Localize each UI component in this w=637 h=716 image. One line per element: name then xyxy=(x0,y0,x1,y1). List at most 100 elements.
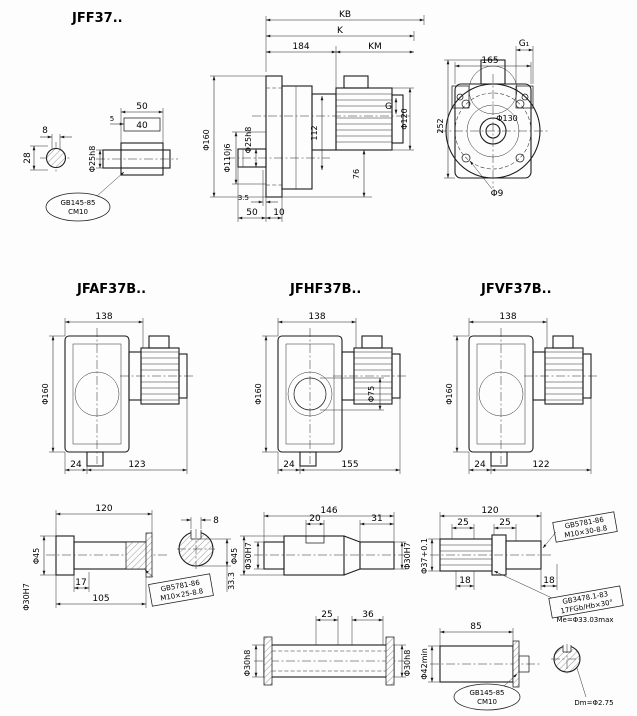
dim-phi110: Φ110j6 xyxy=(223,144,232,173)
motor-body xyxy=(335,87,393,151)
dim-shaft-dia: Φ25h8 xyxy=(88,146,97,173)
dim-33-3: 33.3 xyxy=(227,572,236,590)
dim-phi130: Φ130 xyxy=(496,114,518,123)
dim-165: 165 xyxy=(481,56,498,66)
jfvf37b-view: JFVF37B.. 138 Φ160 24 122 xyxy=(445,282,597,474)
dim-g1: G₁ xyxy=(519,39,530,49)
dim-120: 120 xyxy=(95,504,112,514)
dim-85: 85 xyxy=(470,622,481,632)
dim-25a: 25 xyxy=(457,518,468,528)
bolt-circle xyxy=(454,92,532,170)
dim-km: KM xyxy=(368,42,382,52)
dim-phi160: Φ160 xyxy=(202,129,211,151)
dim-20: 20 xyxy=(309,514,321,524)
dim-k: K xyxy=(337,26,344,36)
right-journal xyxy=(505,540,542,570)
dim-phi25: Φ25h8 xyxy=(244,127,253,154)
input-shaft-collar xyxy=(120,142,164,176)
dim-key-width-8: 8 xyxy=(42,126,48,136)
view-title-jfvf37b: JFVF37B.. xyxy=(480,282,552,297)
sleeve-flange-right xyxy=(385,636,395,686)
dim-122: 122 xyxy=(532,460,549,470)
center-hole-callout-bubble xyxy=(45,192,111,222)
right-journal xyxy=(359,541,395,570)
dim-10: 10 xyxy=(273,208,285,218)
shaft-collar xyxy=(55,535,75,576)
plug-shaft-detail-h: 146 20 31 Φ45 Φ30H7 Φ30H7 25 36 Φ30h8 Φ3… xyxy=(230,506,412,686)
dim-phi42: Φ42min xyxy=(420,648,429,680)
terminal-box xyxy=(552,335,574,349)
center-hole-callout-bubble xyxy=(453,683,521,711)
hollow-shaft-cover xyxy=(293,377,327,411)
dim-25: 25 xyxy=(321,610,332,620)
callout-gb145: GB145-85 xyxy=(60,199,95,207)
dim-25b: 25 xyxy=(499,518,510,528)
plug-shaft-detail-v: 120 25 25 GB5781-86 M10×30-8.8 Φ37+0.1 1… xyxy=(420,506,624,711)
input-shaft xyxy=(102,149,171,169)
dim-18b: 18 xyxy=(543,576,555,586)
callout-gb145: GB145-85 xyxy=(469,689,504,697)
dim-155: 155 xyxy=(341,460,358,470)
callout-cm10: CM10 xyxy=(477,698,497,706)
dim-36: 36 xyxy=(362,610,374,620)
dim-138: 138 xyxy=(499,312,516,322)
sleeve-flange-left xyxy=(263,636,273,686)
dim-138: 138 xyxy=(95,312,112,322)
dim-phi30-right: Φ30H7 xyxy=(403,542,412,570)
dim-146: 146 xyxy=(320,506,337,516)
bolt-hole xyxy=(461,99,471,109)
bolt-hole xyxy=(515,153,525,163)
dim-phi30-left: Φ30H7 xyxy=(244,542,253,570)
dim-phi120: Φ120 xyxy=(400,108,409,130)
jff37-input-shaft-end-view: 8 28 Φ25h8 50 40 5 GB145-85 CM10 xyxy=(23,102,178,222)
dim-5: 5 xyxy=(110,115,114,123)
dim-18a: 18 xyxy=(459,576,471,586)
dim-76: 76 xyxy=(352,169,361,179)
dim-key-length-40: 40 xyxy=(136,121,148,131)
jfaf37b-view: JFAF37B.. 138 Φ160 24 123 xyxy=(41,282,193,474)
dim-me: Me=Φ33.03max xyxy=(556,616,613,624)
retaining-bolt xyxy=(518,655,530,673)
jff37-side-view: KB K 184 KM G Φ120 112 Φ160 Φ110j6 Φ25h8… xyxy=(202,10,425,222)
fan-cowl xyxy=(178,353,188,399)
dim-phi160: Φ160 xyxy=(445,383,454,405)
bolt-hole xyxy=(515,99,525,109)
mounting-flange xyxy=(265,75,283,198)
shaft-section-circle xyxy=(45,147,67,169)
dim-252: 252 xyxy=(436,118,445,133)
dim-kb: KB xyxy=(339,10,351,20)
fan-cowl xyxy=(582,353,592,399)
fan-cowl xyxy=(391,353,401,399)
dim-g: G xyxy=(385,102,392,112)
terminal-box xyxy=(361,335,383,349)
dim-phi160: Φ160 xyxy=(41,383,50,405)
dim-phi45: Φ45 xyxy=(32,548,41,564)
dim-keyway-8: 8 xyxy=(213,516,219,526)
flange-circle xyxy=(445,83,541,179)
dim-123: 123 xyxy=(128,460,145,470)
dim-31: 31 xyxy=(371,514,382,524)
callout-cm10: CM10 xyxy=(68,208,88,216)
dim-28: 28 xyxy=(23,152,33,164)
gear-housing xyxy=(281,85,313,190)
dim-phi9: Φ9 xyxy=(491,189,504,199)
shaft-body xyxy=(283,535,345,576)
dim-24: 24 xyxy=(70,460,82,470)
output-shaft-stub xyxy=(299,451,317,467)
dim-phi30h8-left: Φ30h8 xyxy=(243,650,252,677)
dim-24: 24 xyxy=(283,460,295,470)
dim-120: 120 xyxy=(481,506,498,516)
keyway-slot xyxy=(305,535,325,544)
terminal-box xyxy=(343,75,369,89)
jff37-front-view: G₁ 165 252 Φ130 Φ9 xyxy=(436,39,548,199)
terminal-box xyxy=(148,335,170,349)
view-title-jfaf37b: JFAF37B.. xyxy=(76,282,146,297)
bolt-hole xyxy=(461,153,471,163)
dim-112: 112 xyxy=(310,125,319,140)
dim-dm: Dm=Φ2.75 xyxy=(574,699,613,707)
dim-17: 17 xyxy=(75,578,86,588)
bolt-callout: GB5781-86 M10×25-8.8 xyxy=(148,573,214,607)
jfhf37b-view: JFHF37B.. 138 Φ160 Φ75 24 155 xyxy=(254,282,406,474)
